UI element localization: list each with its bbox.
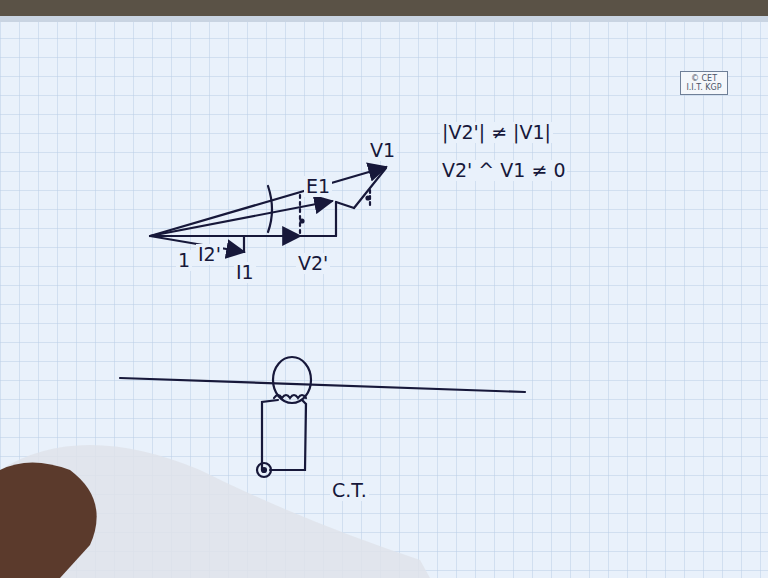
equation-note: V2' ^ V1 ≠ 0 <box>440 160 567 181</box>
phasor-label: V1 <box>368 140 397 161</box>
phasor-diagram <box>150 167 386 252</box>
current-transformer-sketch <box>120 357 525 477</box>
equation-note: |V2'| ≠ |V1| <box>440 122 553 143</box>
watermark-text: © CET I.I.T. KGP <box>685 74 723 92</box>
phasor-label: 1 <box>176 250 192 271</box>
ct-label: C.T. <box>330 480 369 501</box>
hand <box>0 463 97 578</box>
watermark-box: © CET I.I.T. KGP <box>680 71 728 95</box>
top-edge <box>0 0 768 16</box>
phasor-label: I1 <box>234 262 256 283</box>
phasor-label: V2' <box>296 253 330 274</box>
phasor-label: E1 <box>304 176 332 197</box>
paper-edge <box>0 16 768 22</box>
paper-sheet <box>0 445 430 578</box>
phasor-label: I2' <box>196 244 223 265</box>
